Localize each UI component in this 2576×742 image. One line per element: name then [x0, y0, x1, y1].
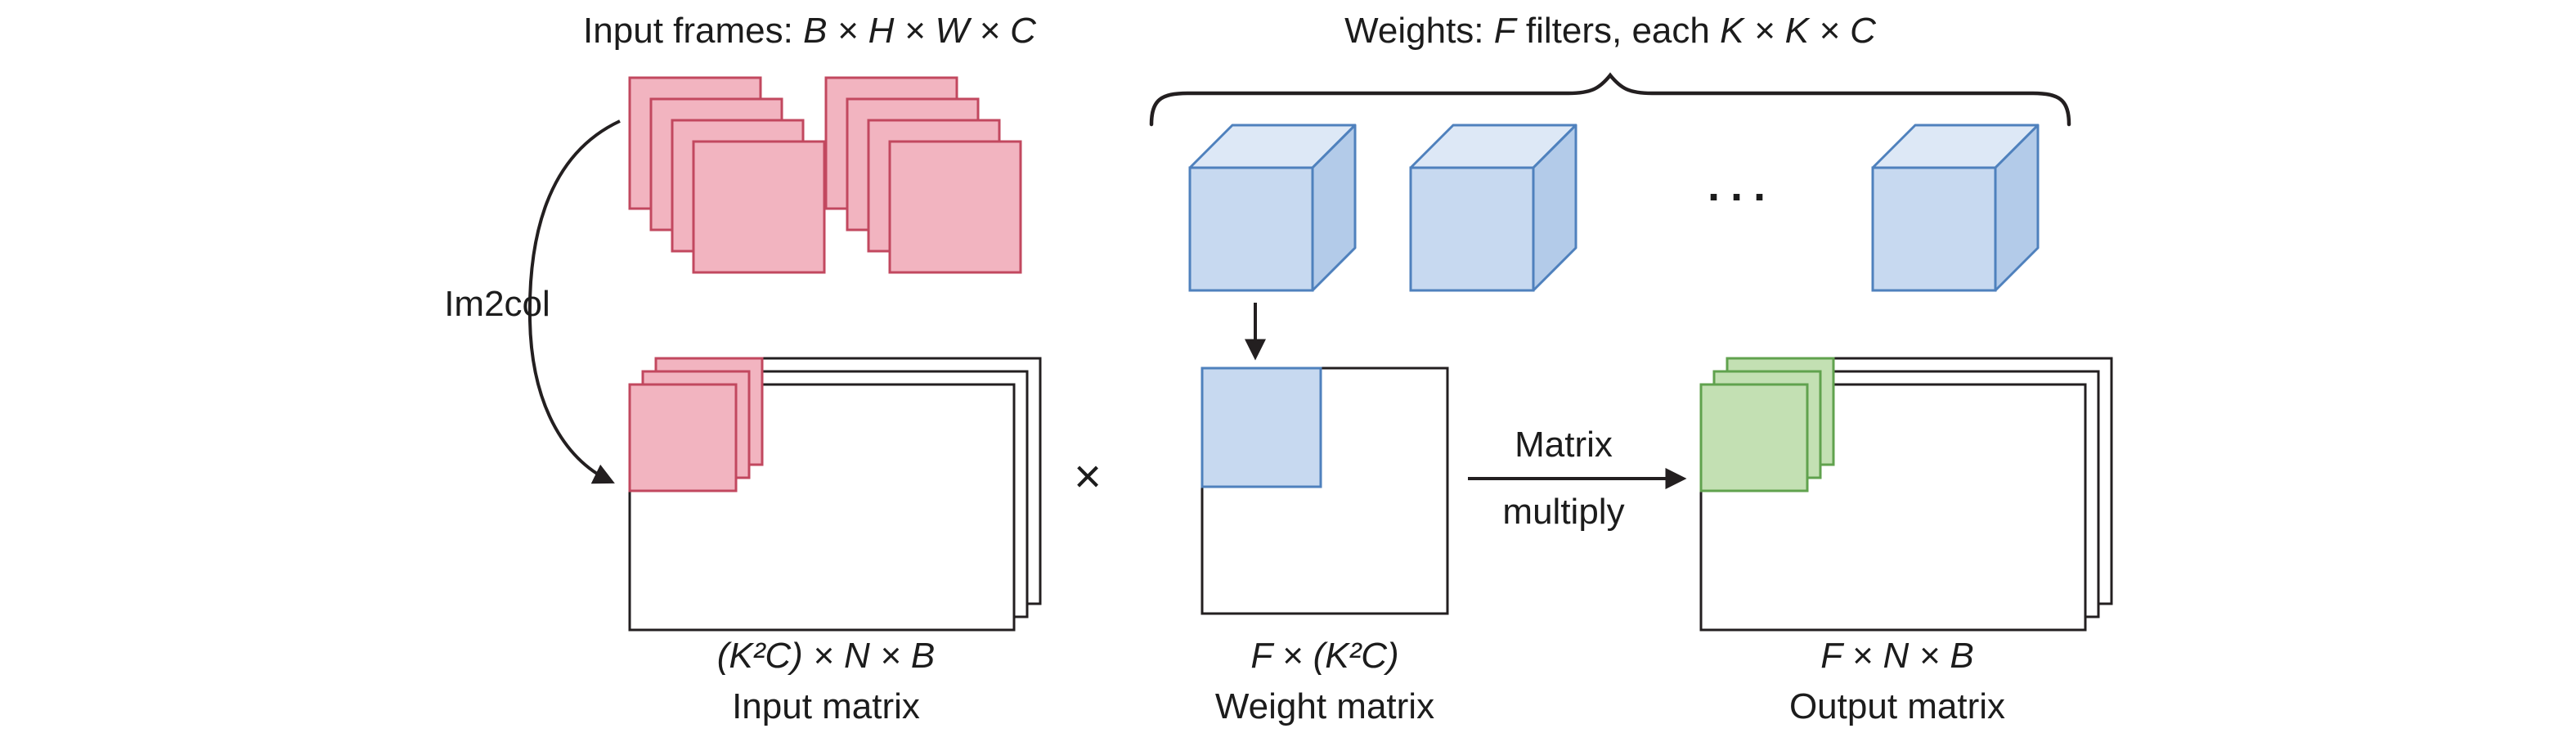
filter-cube	[1409, 124, 1577, 292]
cube-front-face	[1871, 166, 1997, 292]
matrix-multiply-label-line2: multiply	[1502, 492, 1625, 532]
weights-title-f: F	[1493, 11, 1516, 51]
input-frames-title-math: B × H × W × C	[803, 11, 1036, 51]
weight-matrix-dims: F × (K²C)	[1250, 636, 1399, 676]
input-frames-title: Input frames: B × H × W × C	[583, 11, 1036, 51]
input-matrix-dims: (K²C) × N × B	[716, 636, 936, 676]
frame-square	[692, 140, 826, 274]
cube-front-face	[1409, 166, 1535, 292]
weights-brace-icon	[1149, 72, 2071, 127]
matrix-multiply-label-line1: Matrix	[1515, 425, 1613, 465]
output-patch-square	[1699, 383, 1809, 492]
output-matrix-dims: F × N × B	[1820, 636, 1974, 676]
weights-title: Weights: F filters, each K × K × C	[1344, 11, 1876, 51]
input-frames-stack	[628, 76, 1022, 274]
weight-matrix	[1200, 367, 1449, 615]
im2col-label: Im2col	[444, 284, 550, 324]
filter-cube	[1871, 124, 2040, 292]
weights-title-prefix: Weights:	[1344, 11, 1494, 51]
filters-ellipsis: ···	[1708, 173, 1776, 222]
output-matrix-caption: Output matrix	[1788, 686, 2006, 726]
weights-title-mid: filters, each	[1515, 11, 1721, 51]
output-matrix-stack	[1699, 357, 2113, 632]
input-matrix-stack	[628, 357, 1042, 632]
cube-front-face	[1188, 166, 1314, 292]
matrix-sheet	[628, 383, 1016, 632]
times-symbol: ×	[1074, 450, 1102, 503]
filter-cube	[1188, 124, 1357, 292]
weights-title-math: K × K × C	[1720, 11, 1876, 51]
input-frames-title-prefix: Input frames:	[583, 11, 804, 51]
weight-patch-square	[1200, 367, 1322, 488]
im2col-patch-square	[628, 383, 738, 492]
weight-matrix-caption: Weight matrix	[1214, 686, 1435, 726]
im2col-curved-arrow-icon	[527, 119, 621, 484]
frame-square	[888, 140, 1022, 274]
input-matrix-caption: Input matrix	[732, 686, 920, 726]
